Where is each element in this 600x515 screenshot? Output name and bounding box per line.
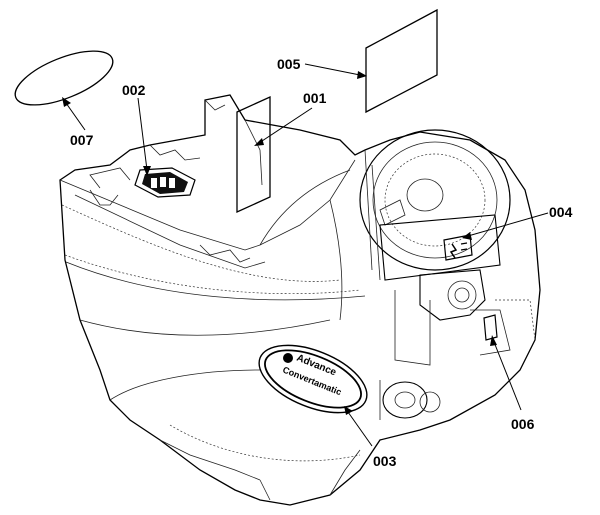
part-002-control-label [134,167,196,198]
part-006-label [483,314,498,341]
callout-007: 007 [70,132,94,148]
part-003-logo-decal: Advance Convertamatic [258,344,368,414]
leader-lines [62,63,549,447]
callout-003: 003 [373,453,397,469]
rear-reel-assembly [359,129,536,420]
callout-004: 004 [549,204,573,220]
part-007-o-ring [14,50,114,106]
callout-005: 005 [277,56,301,72]
part-004-symbol-label [443,234,473,261]
part-001-decal [236,95,271,214]
callout-001: 001 [303,90,327,106]
callout-labels: 001 002 003 004 005 006 007 [70,56,573,469]
part-005-decal [365,8,438,114]
machine-housing [59,94,541,506]
callout-002: 002 [122,82,146,98]
callout-006: 006 [511,416,535,432]
